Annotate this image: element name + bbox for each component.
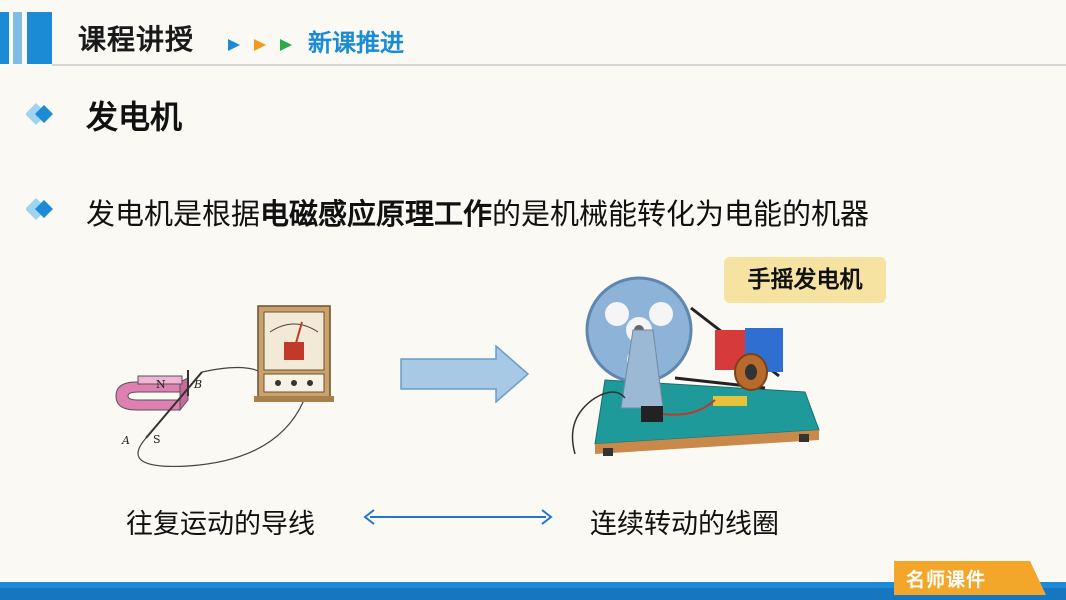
right-arrow-icon bbox=[400, 345, 530, 403]
footer-bar bbox=[0, 588, 1066, 600]
brand-label: 名师课件 bbox=[906, 569, 987, 591]
diamond-bullet-icon bbox=[26, 198, 53, 220]
double-arrow-icon bbox=[363, 509, 553, 525]
label-b: B bbox=[193, 378, 202, 391]
description-keyword: 电磁感应原理工作 bbox=[260, 197, 493, 231]
header-accent-bar bbox=[27, 12, 52, 64]
brand-badge bbox=[894, 561, 1046, 595]
header-subtitle: 新课推进 bbox=[308, 29, 404, 57]
header-bar: 课程讲授 新课推进 bbox=[0, 0, 1066, 66]
label-s: S bbox=[153, 433, 161, 446]
description-part: 发电机是根据 bbox=[86, 197, 261, 231]
label-n: N bbox=[156, 378, 166, 391]
description-text: 发电机是根据电磁感应原理工作的是机械能转化为电能的机器 bbox=[86, 191, 869, 233]
header-divider bbox=[52, 64, 1066, 66]
induction-experiment-figure: N S A B bbox=[115, 305, 334, 468]
caption-rotating-coil: 连续转动的线圈 bbox=[590, 509, 779, 540]
description-part: 的是机械能转化为电能的机器 bbox=[492, 197, 870, 231]
hand-crank-generator-figure bbox=[571, 276, 820, 456]
generator-label: 手摇发电机 bbox=[724, 257, 886, 303]
section-heading: 发电机 bbox=[86, 98, 183, 136]
triple-arrow-icon bbox=[228, 39, 292, 51]
label-a: A bbox=[121, 434, 130, 447]
header-title: 课程讲授 bbox=[78, 23, 195, 56]
caption-moving-wire: 往复运动的导线 bbox=[126, 509, 315, 540]
header-accent-bar bbox=[0, 12, 9, 64]
diamond-bullet-icon bbox=[26, 103, 53, 125]
header-accent-bar bbox=[13, 12, 22, 64]
